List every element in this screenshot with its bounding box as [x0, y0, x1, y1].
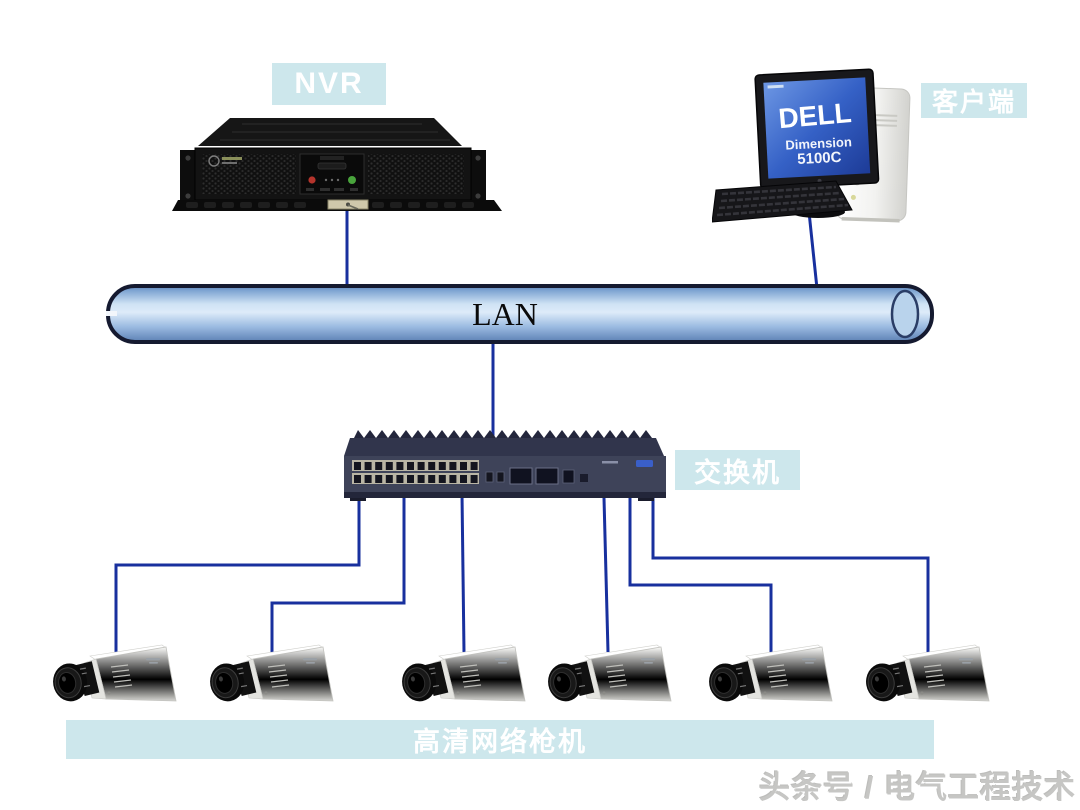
camera-group-label: 高清网络枪机	[66, 720, 934, 759]
switch-brand-badge	[636, 460, 653, 467]
client-label: 客户端	[921, 83, 1027, 118]
switch-sfp-slot-1	[509, 467, 533, 485]
switch-label: 交换机	[675, 450, 800, 490]
camera-5	[704, 643, 838, 715]
camera-6	[861, 643, 995, 715]
pipe-opening	[890, 289, 920, 339]
nvr-device	[172, 118, 502, 211]
cable-switch-camera-5	[628, 498, 773, 652]
monitor-model-line1: Dimension	[785, 134, 852, 152]
nvr-power-button	[308, 176, 316, 184]
lan-bus-pipe: LAN	[106, 284, 934, 344]
rack-ear-left	[180, 150, 196, 204]
nvr-status-led	[348, 176, 356, 184]
cable-switch-camera-4	[602, 497, 610, 653]
nvr-control-panel	[299, 153, 365, 195]
switch-device	[344, 430, 666, 501]
nvr-grille-right	[368, 154, 464, 194]
camera-1	[48, 643, 182, 715]
lan-label: LAN	[472, 296, 538, 332]
nvr-label: NVR	[272, 63, 386, 105]
switch-sfp-slot-2	[535, 467, 559, 485]
pipe-highlight-tick	[106, 311, 117, 316]
cable-switch-camera-6	[651, 495, 930, 652]
nvr-grille-left	[202, 154, 296, 194]
client-keyboard	[712, 180, 853, 223]
client-monitor: DELL Dimension 5100C	[754, 68, 880, 190]
switch-port-bank	[352, 460, 479, 484]
switch-heatsink-fins	[354, 430, 652, 438]
client-workstation: DELL Dimension 5100C	[712, 68, 911, 223]
camera-2	[205, 643, 339, 715]
rack-ear-right	[470, 150, 486, 204]
camera-3	[397, 643, 531, 715]
watermark-text: 头条号 / 电气工程技术	[759, 770, 1076, 805]
camera-4	[543, 643, 677, 715]
cable-switch-camera-2	[270, 494, 406, 652]
nvr-brand-logo	[208, 155, 220, 167]
monitor-brand-text: DELL	[777, 97, 853, 134]
monitor-model-line2: 5100C	[797, 149, 842, 168]
cable-switch-camera-3	[460, 493, 466, 653]
cable-switch-camera-1	[114, 494, 361, 652]
cable-client-lan	[807, 211, 820, 299]
